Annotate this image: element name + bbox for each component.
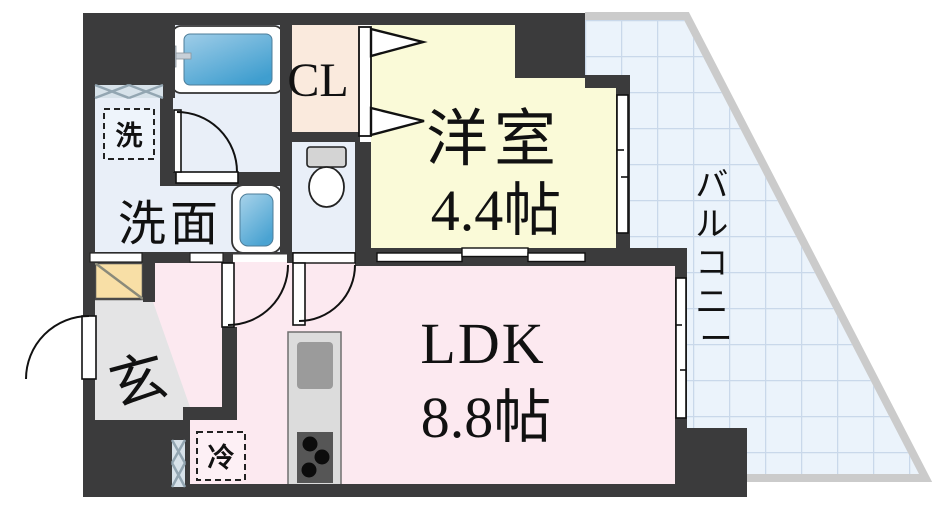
hatch-vent-bottom bbox=[170, 439, 187, 488]
kitchen-sink bbox=[297, 342, 333, 389]
door-swing-arc bbox=[25, 315, 90, 380]
stove-burner bbox=[301, 462, 317, 478]
western-room-label: 洋室 bbox=[426, 106, 562, 174]
hatch-vent-top bbox=[94, 83, 164, 100]
closet-label: CL bbox=[287, 54, 348, 107]
stove-burner bbox=[314, 449, 330, 465]
ldk-floor bbox=[95, 262, 675, 484]
wall-washroom-bath bbox=[160, 85, 173, 186]
balcony bbox=[585, 12, 933, 482]
wall-opening-bar bbox=[189, 252, 224, 263]
ldk-label: LDK bbox=[420, 311, 545, 376]
entrance-floor bbox=[95, 299, 190, 420]
wall-corridor-band-left bbox=[83, 252, 233, 263]
wall-threshold-line bbox=[233, 252, 287, 255]
wall-closet-bottom bbox=[280, 132, 360, 142]
door-swing-arc bbox=[227, 264, 289, 326]
washer-label: 洗 bbox=[116, 121, 143, 151]
balcony-label: バ ル コ ニ ー bbox=[695, 168, 736, 358]
wall-block-bottom-right bbox=[675, 428, 747, 497]
wall-notch-block bbox=[515, 25, 585, 78]
vanity-sink bbox=[231, 184, 283, 254]
wall-shoe-cabinet-side bbox=[143, 262, 155, 302]
fridge-space: 冷 bbox=[196, 431, 246, 481]
western-room-window bbox=[616, 94, 629, 234]
folding-door-triangle-icon bbox=[369, 27, 428, 58]
door-swing-arc bbox=[176, 111, 238, 173]
fridge-label: 冷 bbox=[208, 443, 235, 473]
western-room-floor bbox=[371, 25, 616, 250]
balcony-tile-grid bbox=[585, 20, 919, 474]
washer-space: 洗 bbox=[103, 108, 155, 160]
labels: 洋室 4.4帖 LDK 8.8帖 洗面 CL 玄 バ ル コ ニ ー bbox=[103, 54, 736, 450]
toilet-tank bbox=[306, 146, 347, 168]
closet-floor bbox=[292, 25, 360, 135]
folding-door-triangle-icon bbox=[369, 106, 425, 137]
doors-and-windows bbox=[25, 26, 687, 419]
washroom-label: 洗面 bbox=[118, 198, 222, 251]
toilet bbox=[306, 146, 347, 208]
toilet-door bbox=[292, 252, 356, 326]
entrance-door bbox=[25, 315, 97, 380]
shoe-cabinet-diagonal bbox=[94, 262, 144, 300]
wall-opening-bar bbox=[89, 252, 143, 263]
wall-entrance-south bbox=[183, 407, 237, 420]
shoe-cabinet bbox=[93, 261, 145, 301]
kitchen-counter bbox=[287, 331, 342, 490]
ldk-size: 8.8帖 bbox=[421, 385, 552, 450]
wall-top bbox=[83, 13, 585, 25]
washroom-door bbox=[221, 262, 289, 328]
ldk-western-sliding-door bbox=[376, 247, 586, 263]
toilet-bowl bbox=[308, 166, 345, 208]
stove-burner bbox=[302, 436, 318, 452]
bathroom-door bbox=[173, 109, 239, 184]
wall-toilet-right bbox=[355, 142, 371, 252]
ldk-window bbox=[675, 277, 687, 419]
bathtub bbox=[166, 25, 284, 94]
wall-entrance-right bbox=[222, 327, 237, 420]
western-room-size: 4.4帖 bbox=[431, 178, 562, 243]
door-swing-arc bbox=[298, 264, 356, 322]
wall-block-top-left bbox=[83, 13, 175, 98]
wall-bottom bbox=[83, 484, 747, 497]
closet-folding-door bbox=[358, 26, 428, 137]
